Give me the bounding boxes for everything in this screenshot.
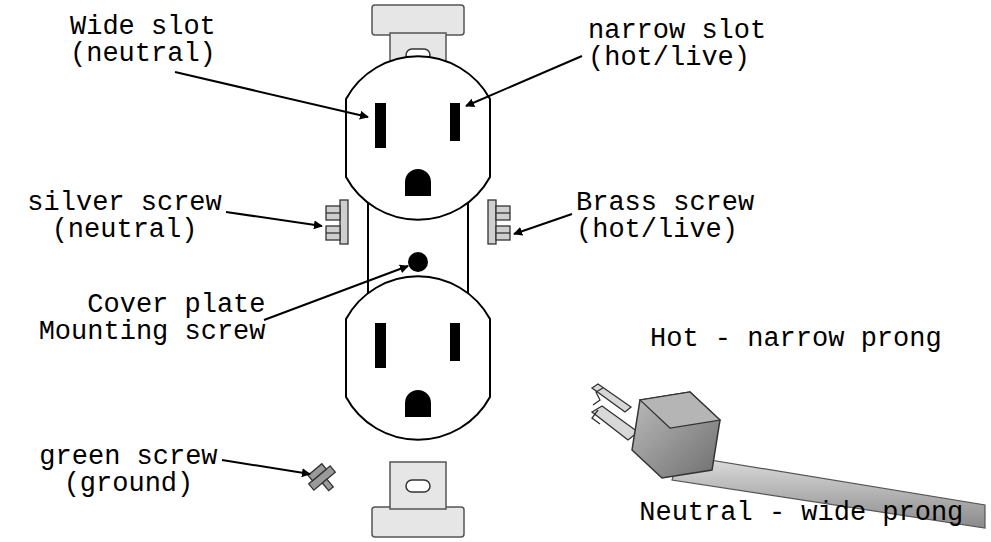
callout-label: green screw (ground) — [28, 444, 229, 498]
callout-label: Neutral - wide prong — [639, 500, 986, 527]
callout-label: Brass screw (hot/live) — [576, 190, 777, 244]
callout-label: silver screw (neutral) — [16, 190, 233, 244]
callout-label: Cover plate Mounting screw — [16, 292, 266, 346]
callout-label: Wide slot (neutral) — [70, 14, 239, 68]
callout-label: narrow slot (hot/live) — [588, 18, 789, 72]
callout-label: Hot - narrow prong — [650, 326, 981, 353]
